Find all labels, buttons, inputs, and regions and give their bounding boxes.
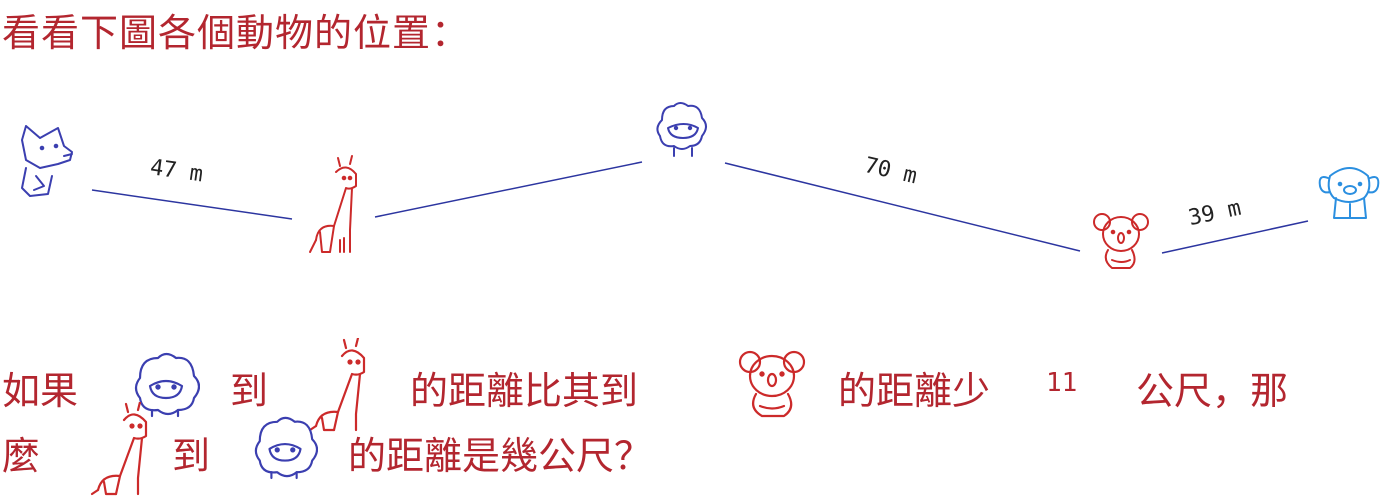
line-fox-giraffe [91,189,293,220]
distance-label-koala-dog: 39 m [1186,196,1243,231]
q1-text-5: 公尺，那 [1136,369,1289,413]
giraffe-icon [308,338,366,432]
q1-text-3: 的距離比其到 [410,369,639,413]
distance-label-sheep-koala: 70 m [862,153,919,189]
sheep-icon [254,416,318,480]
giraffe-icon [90,402,148,496]
fox-icon [21,125,73,197]
sheep-icon [134,352,200,418]
q1-number: 11 [1046,368,1078,398]
q2-text-1: 麼 [2,434,41,478]
line-koala-dog [1161,220,1309,254]
q1-text-4: 的距離少 [838,369,991,413]
q1-text-1: 如果 [2,369,79,413]
koala-icon [1093,213,1149,269]
question-line-2: 麼 到 的距離是幾公尺？ [2,425,802,478]
koala-icon [738,350,806,418]
dog-icon [1318,167,1380,219]
giraffe-icon [309,155,357,253]
sheep-icon [656,102,707,157]
line-giraffe-sheep [374,161,643,218]
question-line-1: 如果 到 的距離比其到 的距離少 11 公尺，那 [2,360,1342,413]
q2-text-2: 到 [172,434,211,478]
distance-label-fox-giraffe: 47 m [149,155,205,187]
heading: 看看下圖各個動物的位置： [2,11,471,55]
q1-text-2: 到 [230,369,269,413]
line-sheep-koala [724,162,1081,252]
q2-text-3: 的距離是幾公尺？ [348,434,653,478]
